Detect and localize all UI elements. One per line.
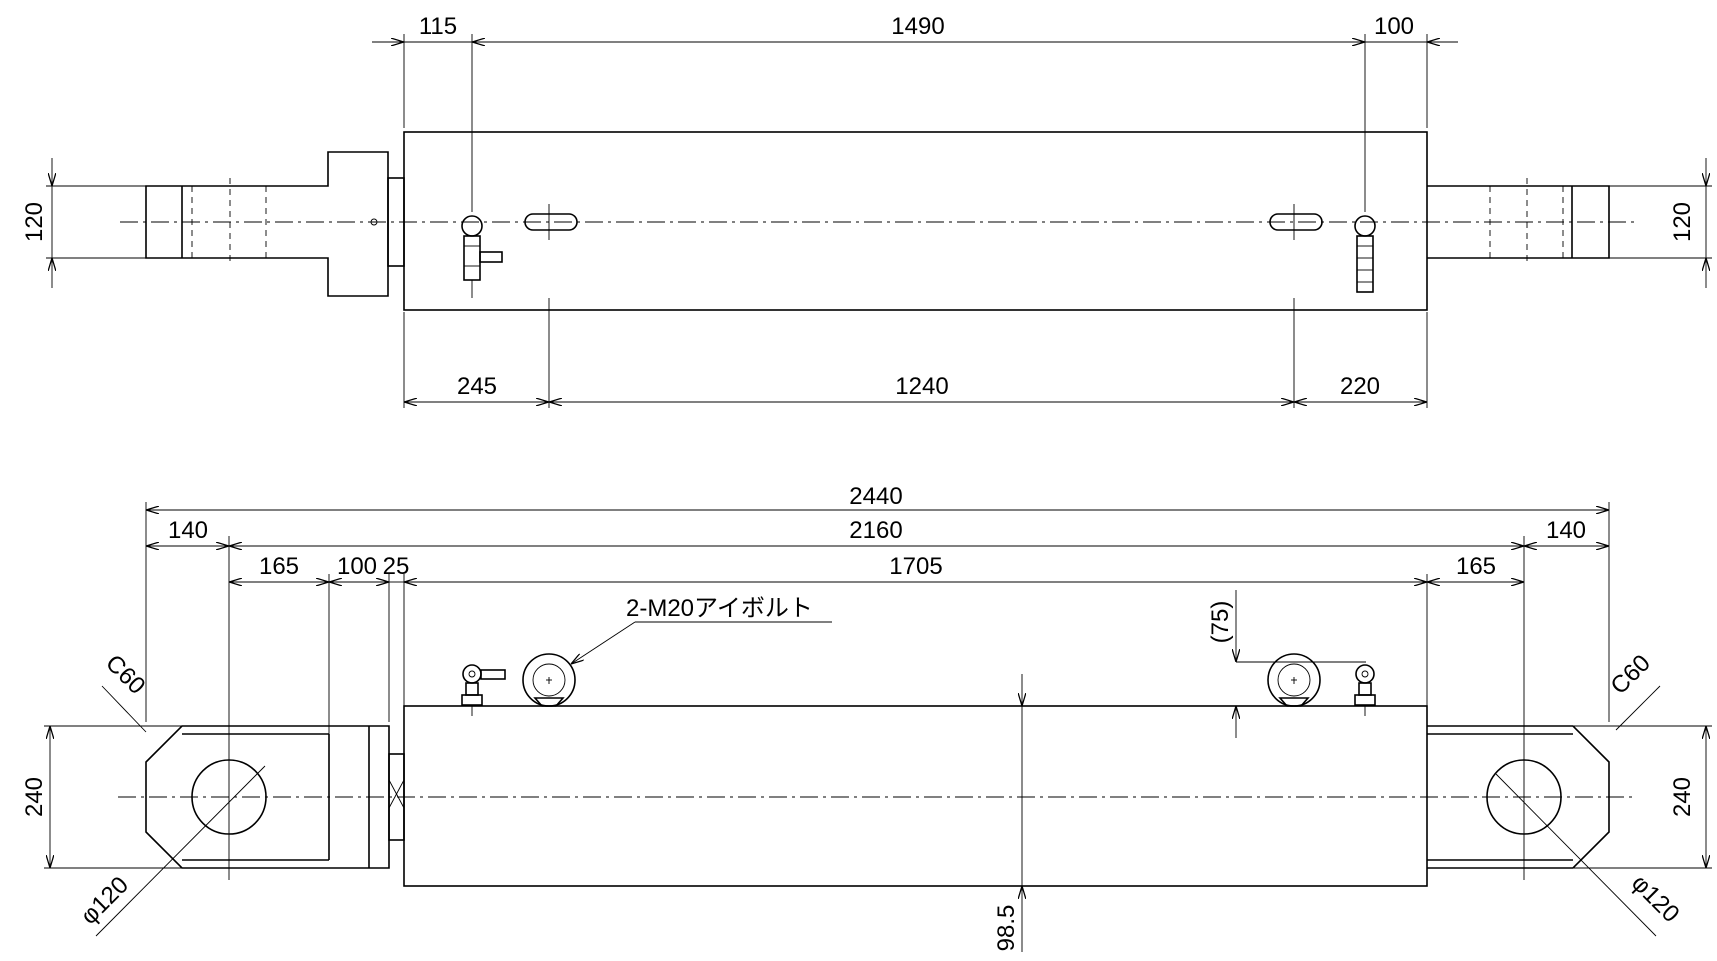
- dim-165-right: 165: [1456, 553, 1496, 580]
- eyebolt-icon: [1267, 653, 1321, 707]
- left-clevis-front: [145, 725, 390, 869]
- left-clevis-top: [145, 151, 389, 297]
- front-dimension-lines: [50, 510, 1706, 952]
- dim-220: 220: [1340, 373, 1380, 400]
- hydraulic-port-icon: [1354, 215, 1376, 293]
- hydraulic-port-icon: [461, 215, 503, 298]
- dim-240-right: 240: [1669, 777, 1696, 817]
- dim-140-right: 140: [1546, 517, 1586, 544]
- front-view: 2440 2160 140 140 165 100 25 1705 165 2-…: [21, 483, 1712, 952]
- hydraulic-port-icon: [461, 664, 506, 716]
- dim-2440: 2440: [849, 483, 902, 510]
- front-extension-lines: [44, 502, 1712, 880]
- leader-lines: [95, 621, 1661, 937]
- dim-120-right: 120: [1669, 202, 1696, 242]
- dim-25: 25: [383, 553, 410, 580]
- top-extension-lines: [46, 34, 1712, 408]
- dim-100: 100: [1374, 13, 1414, 40]
- dim-2160: 2160: [849, 517, 902, 544]
- dim-1490: 1490: [891, 13, 944, 40]
- dim-245: 245: [457, 373, 497, 400]
- chamfer-c60-right: C60: [1606, 650, 1656, 700]
- top-dimension-lines: [52, 42, 1706, 402]
- dim-75: (75): [1207, 601, 1234, 644]
- hydraulic-port-icon: [1354, 664, 1376, 716]
- dim-115: 115: [419, 13, 457, 40]
- dim-1240: 1240: [895, 373, 948, 400]
- cylinder-tube-front: [403, 705, 1428, 887]
- dim-240-left: 240: [21, 777, 48, 817]
- dim-1705: 1705: [889, 553, 942, 580]
- dim-120-left: 120: [21, 202, 48, 242]
- hole-dia-right: φ120: [1626, 869, 1684, 927]
- eyebolt-note: 2-M20アイボルト: [626, 595, 813, 622]
- top-view: 115 1490 100 245 1240 220 120 120: [21, 13, 1712, 408]
- eyebolt-icon: [524, 204, 578, 240]
- dim-140-left: 140: [168, 517, 208, 544]
- cylinder-tube-top: [403, 131, 1428, 311]
- eyebolt-icon: [1269, 204, 1323, 240]
- dim-98-5: 98.5: [993, 905, 1020, 952]
- dim-100: 100: [337, 553, 377, 580]
- hole-dia-left: φ120: [75, 871, 133, 929]
- eyebolt-icon: [522, 653, 576, 707]
- dim-165-left: 165: [259, 553, 299, 580]
